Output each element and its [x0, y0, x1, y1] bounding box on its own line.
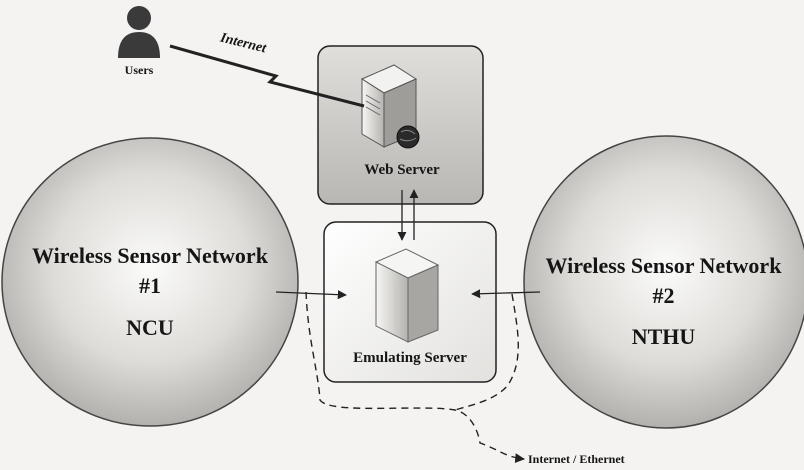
- ethernet-dashed-link-right: [454, 293, 519, 411]
- network-nthu-title: Wireless Sensor Network: [545, 253, 782, 278]
- network-nthu-sphere: [523, 135, 804, 429]
- network-ncu-name: NCU: [126, 315, 174, 340]
- network-ncu-number: #1: [139, 273, 161, 298]
- network-nthu-name: NTHU: [631, 324, 696, 349]
- internet-link-line: [169, 44, 365, 108]
- network-ncu-sphere: [1, 137, 299, 427]
- network-nthu-number: #2: [652, 283, 675, 308]
- user-icon: [118, 6, 160, 58]
- web-server-icon: [360, 64, 420, 149]
- users-label: Users: [124, 63, 154, 77]
- ethernet-dashed-link: [305, 291, 525, 463]
- internet-ethernet-label: Internet / Ethernet: [528, 452, 625, 466]
- nthu-to-emulating-arrow: [471, 289, 541, 299]
- emulating-server-label: Emulating Server: [353, 350, 467, 366]
- network-ncu-title: Wireless Sensor Network: [32, 243, 268, 268]
- web-server-label: Web Server: [364, 162, 440, 178]
- emulating-server-icon: [374, 248, 440, 343]
- ncu-to-emulating-arrow: [275, 290, 347, 300]
